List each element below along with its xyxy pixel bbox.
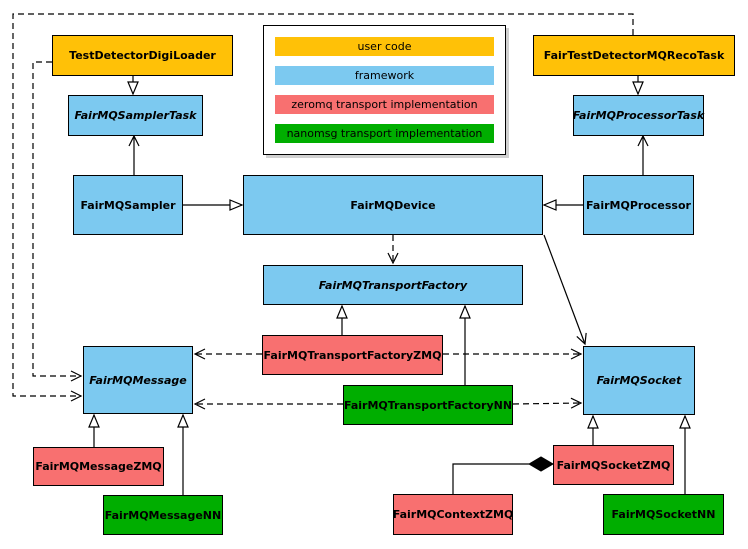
legend-label: user code (357, 40, 412, 53)
legend-label: nanomsg transport implementation (286, 127, 483, 140)
node-fairmq-processor-task: FairMQProcessorTask (573, 95, 704, 136)
legend-label: zeromq transport implementation (291, 98, 478, 111)
legend: user code framework zeromq transport imp… (263, 25, 506, 155)
node-fairmq-message-nn: FairMQMessageNN (103, 495, 223, 535)
node-fairmq-processor: FairMQProcessor (583, 175, 694, 235)
edge-dependency-recotask-message (12, 13, 634, 402)
node-fairmq-sampler: FairMQSampler (73, 175, 183, 235)
node-fairmq-transport-factory-nn: FairMQTransportFactoryNN (343, 385, 513, 425)
legend-item-nanomsg: nanomsg transport implementation (275, 124, 494, 143)
edge-composition-contextzmq-socketzmq (452, 463, 529, 494)
legend-item-framework: framework (275, 66, 494, 85)
node-fairmq-device: FairMQDevice (243, 175, 543, 235)
node-fair-test-detector-mq-reco-task: FairTestDetectorMQRecoTask (533, 35, 735, 76)
node-fairmq-message: FairMQMessage (83, 346, 193, 414)
node-fairmq-socket: FairMQSocket (583, 346, 695, 415)
node-fairmq-message-zmq: FairMQMessageZMQ (33, 447, 164, 486)
node-fairmq-socket-zmq: FairMQSocketZMQ (553, 445, 674, 485)
node-test-detector-digi-loader: TestDetectorDigiLoader (52, 35, 233, 76)
legend-item-zeromq: zeromq transport implementation (275, 95, 494, 114)
node-fairmq-transport-factory: FairMQTransportFactory (263, 265, 523, 305)
node-fairmq-context-zmq: FairMQContextZMQ (393, 494, 513, 535)
legend-label: framework (354, 69, 415, 82)
legend-item-user-code: user code (275, 37, 494, 56)
node-fairmq-socket-nn: FairMQSocketNN (603, 494, 724, 535)
node-fairmq-sampler-task: FairMQSamplerTask (68, 95, 203, 136)
composition-diamond (528, 456, 554, 472)
edge-dependency-factorynn-socket (512, 397, 583, 409)
edge-dependency-digiloader-message (32, 61, 83, 382)
node-fairmq-transport-factory-zmq: FairMQTransportFactoryZMQ (262, 335, 443, 375)
edge-association-device-socket (543, 234, 587, 346)
